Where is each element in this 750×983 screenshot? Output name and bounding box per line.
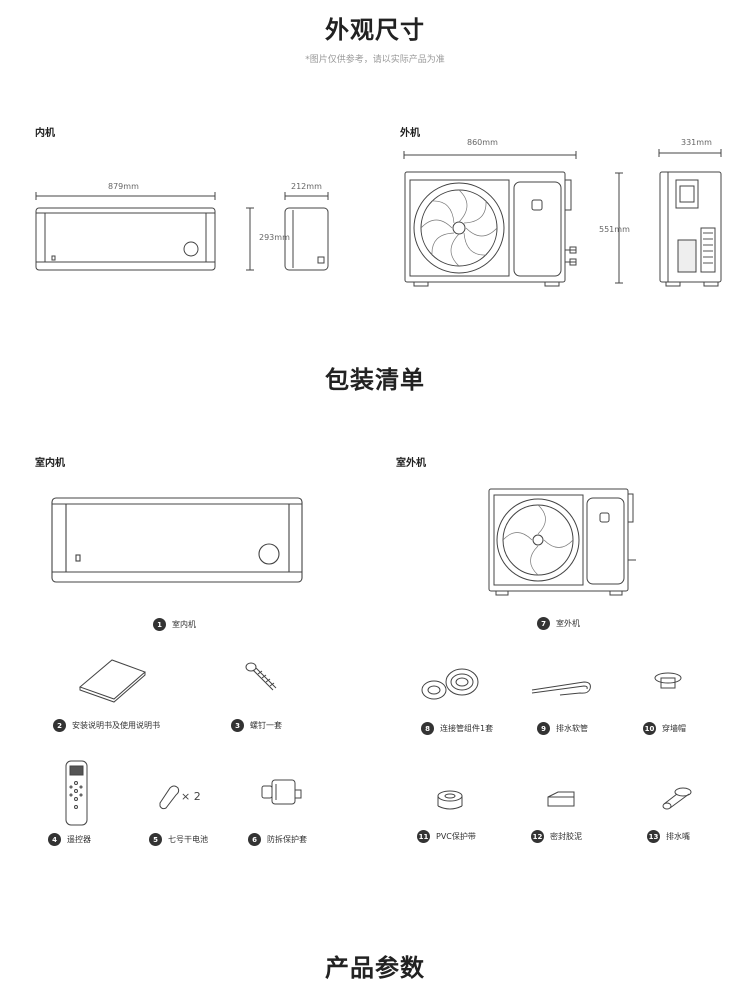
indoor-unit-label: 内机 [35,128,55,139]
outdoor-height-dim: 551mm [599,225,630,234]
packing-list-title: 包装清单 [325,366,425,394]
outdoor-unit-label: 外机 [400,128,420,139]
packing-indoor-label: 室内机 [35,458,65,469]
indoor-width-dim: 879mm [108,182,139,191]
disclaimer-note: *图片仅供参考，请以实际产品为准 [305,55,445,65]
packing-outdoor-label: 室外机 [396,458,426,469]
battery-count: × 2 [181,790,201,803]
dimensions-title: 外观尺寸 [325,16,425,44]
indoor-depth-dim: 212mm [291,182,322,191]
outdoor-depth-dim: 331mm [681,138,712,147]
product-params-title: 产品参数 [325,954,425,982]
indoor-height-dim: 293mm [259,233,290,242]
outdoor-width-dim: 860mm [467,138,498,147]
